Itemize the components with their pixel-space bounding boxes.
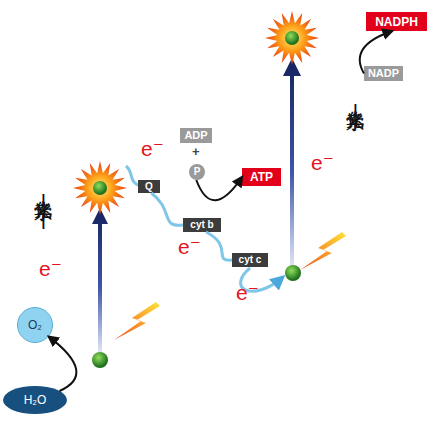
node-text: cyt c <box>239 255 262 265</box>
node-text: ATP <box>250 171 273 183</box>
photosystem-label: 光化学系II <box>34 186 52 234</box>
oxygen-circle: O₂ <box>17 307 53 343</box>
plus-sign: + <box>192 145 200 158</box>
reaction-center <box>285 31 299 45</box>
excitation-arrow <box>283 58 301 266</box>
node-text: cyt b <box>190 220 213 230</box>
photosystem-label: 光化学系I <box>346 96 364 122</box>
substrate-box: ADP <box>180 128 212 143</box>
reaction-arrow <box>196 177 242 200</box>
node-text: P <box>194 167 201 177</box>
electron-label: e⁻ <box>141 138 164 159</box>
node-text: H₂O <box>24 394 47 406</box>
electron-label: e⁻ <box>178 236 201 257</box>
reaction-center <box>92 352 108 368</box>
reaction-center <box>93 181 107 195</box>
substrate-box: NADP <box>364 66 403 81</box>
reaction-center <box>285 265 301 281</box>
node-text: ADP <box>184 130 207 141</box>
carrier-box: cyt c <box>232 253 268 267</box>
light-bolt <box>114 302 160 340</box>
node-text: NADP <box>368 68 399 79</box>
node-text: O₂ <box>28 319 42 331</box>
product-box: NADPH <box>366 12 427 31</box>
light-bolt <box>300 232 346 270</box>
node-text: Q <box>145 182 153 192</box>
electron-label: e⁻ <box>39 258 62 279</box>
excitation-arrow <box>92 208 108 352</box>
reaction-arrow <box>49 337 77 391</box>
electron-label: e⁻ <box>311 152 334 173</box>
excited-sun <box>73 161 127 215</box>
electron-path <box>206 232 232 260</box>
carrier-box: cyt b <box>183 218 221 232</box>
excited-sun <box>265 11 319 65</box>
carrier-box: Q <box>138 180 160 193</box>
water-ellipse: H₂O <box>3 386 67 414</box>
product-box: ATP <box>242 168 281 186</box>
node-text: NADPH <box>375 16 418 28</box>
electron-path <box>151 193 183 225</box>
phosphate-circle: P <box>189 164 205 180</box>
electron-label: e⁻ <box>236 282 259 303</box>
